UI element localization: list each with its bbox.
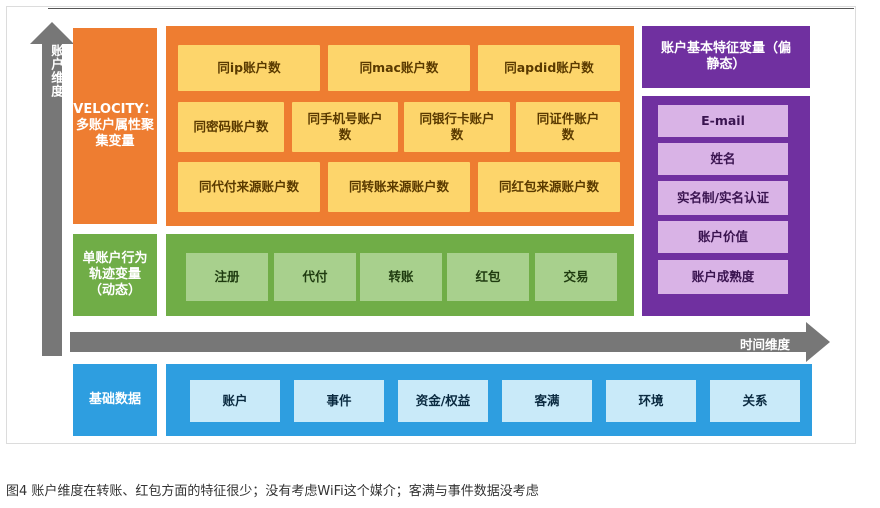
top-rule [48,8,854,9]
velocity-cell: 同密码账户数 [178,102,284,152]
velocity-cell: 同转账来源账户数 [328,162,470,212]
velocity-cell: 同ip账户数 [178,45,320,91]
account-basic-header: 账户基本特征变量（偏静态） [642,26,810,88]
velocity-cell: 同银行卡账户数 [404,102,510,152]
base-data-cell: 资金/权益 [398,380,488,422]
behavior-cell: 交易 [535,253,617,301]
base-data-cell: 账户 [190,380,280,422]
velocity-cell: 同红包来源账户数 [478,162,620,212]
base-data-cell: 事件 [294,380,384,422]
behavior-cell: 注册 [186,253,268,301]
velocity-side-label: VELOCITY：多账户属性聚集变量 [73,28,157,224]
account-basic-cell: 账户成熟度 [658,260,788,294]
behavior-cell: 转账 [360,253,442,301]
horizontal-axis-arrow [70,322,830,362]
velocity-cell: 同apdid账户数 [478,45,620,91]
base-data-cell: 环境 [606,380,696,422]
account-basic-cell: E-mail [658,105,788,137]
base-data-cell: 关系 [710,380,800,422]
velocity-cell: 同代付来源账户数 [178,162,320,212]
velocity-cell: 同手机号账户数 [292,102,398,152]
horizontal-axis-label: 时间维度 [740,337,791,352]
account-basic-cell: 账户价值 [658,221,788,253]
velocity-cell: 同证件账户数 [516,102,620,152]
vertical-axis-arrow [30,22,74,356]
account-basic-cell: 实名制/实名认证 [658,181,788,215]
behavior-side-label: 单账户行为轨迹变量（动态） [73,234,157,316]
velocity-cell: 同mac账户数 [328,45,470,91]
account-basic-cell: 姓名 [658,143,788,175]
figure-caption: 图4 账户维度在转账、红包方面的特征很少；没有考虑WiFi这个媒介；客满与事件数… [6,484,539,499]
base-data-side-label: 基础数据 [73,364,157,436]
base-data-cell: 客满 [502,380,592,422]
behavior-cell: 代付 [274,253,356,301]
behavior-cell: 红包 [447,253,529,301]
vertical-axis-label: 账户维度 [49,44,64,98]
